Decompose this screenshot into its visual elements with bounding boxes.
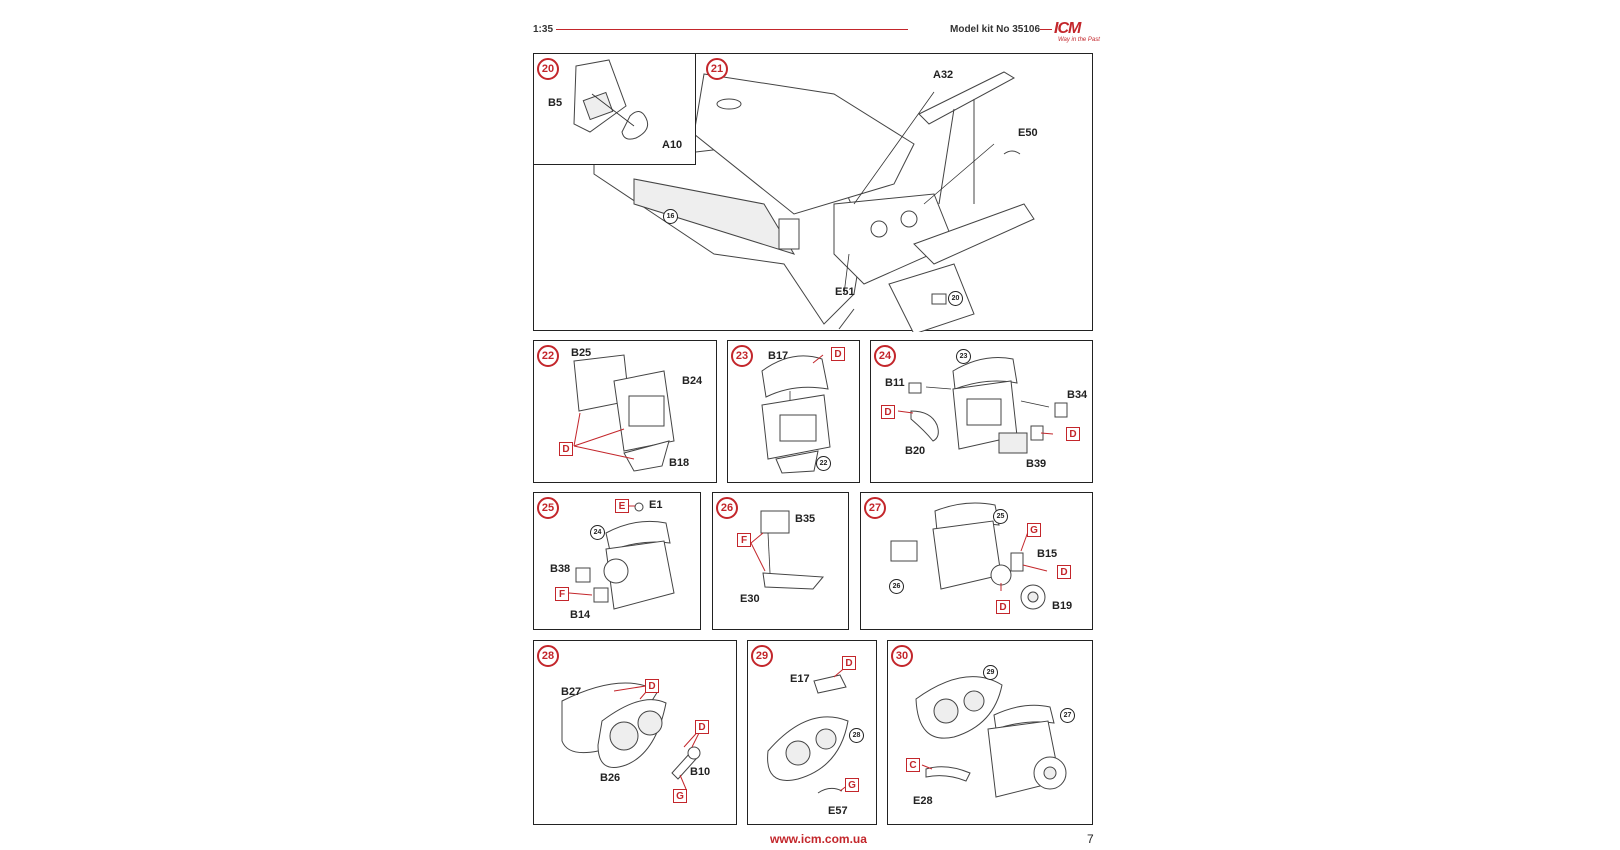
logo-text: ICM [1054,20,1081,37]
step-28-illustration [561,682,703,790]
glue-G-27: G [1027,523,1041,537]
step-26-badge: 26 [716,497,738,519]
step-29-panel: 29 D E17 28 G E57 [747,640,877,825]
part-B39: B39 [1026,458,1047,470]
ref-step-29: 29 [983,665,998,680]
part-B19: B19 [1052,600,1073,612]
step-22-badge: 22 [537,345,559,367]
part-B14: B14 [570,609,591,621]
part-B18: B18 [669,457,690,469]
part-E30: E30 [740,593,760,605]
footer-url[interactable]: www.icm.com.ua [770,832,867,846]
step-27-illustration [890,502,1048,610]
part-A10: A10 [662,139,683,151]
ref-step-25: 25 [993,509,1008,524]
glue-C-30: C [906,758,920,772]
ref-step-27: 27 [1060,708,1075,723]
step-24-badge: 24 [874,345,896,367]
step-22-panel: 22 B25 B24 B18 D [533,340,717,483]
glue-D-23: D [831,347,845,361]
glue-G-29: G [845,778,859,792]
header-rule-left [556,29,908,30]
step-21-panel: 21 A32 E50 E51 16 20 [533,53,1093,332]
step-29-badge: 29 [751,645,773,667]
part-E17: E17 [790,673,810,685]
glue-D-28a: D [645,679,659,693]
step-25-illustration [568,502,675,610]
ref-step-23: 23 [956,349,971,364]
step-27-panel: 27 25 G B15 D 26 D B19 [860,492,1093,630]
ref-step-20: 20 [948,291,963,306]
glue-D-28b: D [695,720,709,734]
part-B27: B27 [561,686,582,698]
part-E50: E50 [1018,127,1038,139]
step-21-badge: 21 [706,58,728,80]
icm-logo: ICM Way in the Past [1054,20,1100,50]
step-25-badge: 25 [537,497,559,519]
glue-F-25: F [555,587,569,601]
scale-label: 1:35 [533,24,554,35]
glue-D-24a: D [881,405,895,419]
step-23-badge: 23 [731,345,753,367]
step-24-illustration [897,357,1068,454]
step-20-illustration [573,59,649,140]
glue-D-24b: D [1066,427,1080,441]
step-27-badge: 27 [864,497,886,519]
part-B10: B10 [690,766,711,778]
part-B38: B38 [550,563,571,575]
step-30-badge: 30 [891,645,913,667]
part-E51: E51 [835,286,855,298]
glue-D-27b: D [996,600,1010,614]
step-26-panel: 26 B35 F E30 [712,492,849,630]
part-B15: B15 [1037,548,1058,560]
step-20-panel: 20 B5 A10 [533,53,696,165]
glue-D-27a: D [1057,565,1071,579]
part-E28: E28 [913,795,933,807]
chassis-illustration [593,71,1035,332]
part-A32: A32 [933,69,954,81]
part-B17: B17 [768,350,789,362]
step-23-illustration [761,354,831,474]
page-number: 7 [1087,832,1094,846]
step-25-panel: 25 E E1 24 B38 F B14 [533,492,701,630]
logo-tagline: Way in the Past [1058,37,1100,43]
part-B24: B24 [682,375,703,387]
glue-D-22: D [559,442,573,456]
ref-step-22: 22 [816,456,831,471]
ref-step-28: 28 [849,728,864,743]
part-B5: B5 [548,97,563,109]
kit-number: Model kit No 35106 [950,24,1041,35]
part-B26: B26 [600,772,621,784]
part-B25: B25 [571,347,592,359]
ref-step-24: 24 [590,525,605,540]
part-B34: B34 [1067,389,1088,401]
step-26-illustration [750,510,825,590]
step-22-illustration [573,354,675,472]
step-24-panel: 24 23 B11 B34 B20 B39 D D [870,340,1093,483]
ref-step-26: 26 [889,579,904,594]
step-28-panel: 28 D B27 D B10 B26 G [533,640,737,825]
part-B11: B11 [885,377,905,389]
part-B20: B20 [905,445,926,457]
part-B35: B35 [795,513,816,525]
header-rule-right [1040,29,1052,30]
step-28-badge: 28 [537,645,559,667]
step-23-panel: 23 B17 D 22 [727,340,860,483]
step-20-badge: 20 [537,58,559,80]
part-E1: E1 [649,499,663,511]
step-30-illustration [915,676,1067,798]
glue-G-28: G [673,789,687,803]
glue-F-26: F [737,533,751,547]
ref-step-16: 16 [663,209,678,224]
step-30-panel: 30 29 27 C E28 [887,640,1093,825]
step-29-illustration [767,664,849,794]
part-E57: E57 [828,805,848,817]
glue-D-29: D [842,656,856,670]
glue-E-25: E [615,499,629,513]
